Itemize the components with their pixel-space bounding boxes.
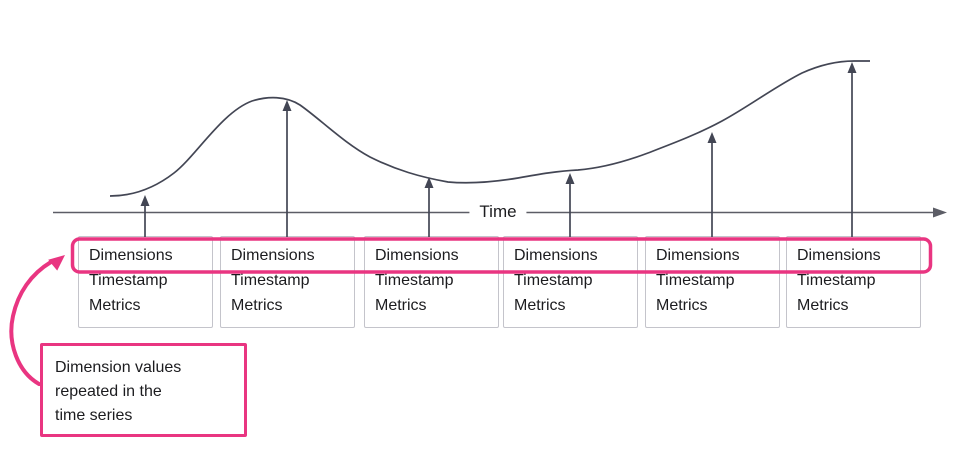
record-dimensions-label: Dimensions	[89, 247, 173, 264]
up-arrow-icon	[847, 62, 857, 237]
time-axis-label: Time	[469, 202, 527, 222]
record-dimensions-label: Dimensions	[797, 247, 881, 264]
record-box-1: Dimensions Timestamp Metrics	[78, 236, 213, 328]
up-arrow-icon	[140, 195, 150, 237]
record-timestamp-label: Timestamp	[375, 272, 454, 289]
record-dimensions-label: Dimensions	[514, 247, 598, 264]
record-box-5: Dimensions Timestamp Metrics	[645, 236, 780, 328]
record-timestamp-label: Timestamp	[231, 272, 310, 289]
record-timestamp-label: Timestamp	[89, 272, 168, 289]
callout-box: Dimension values repeated in the time se…	[40, 343, 247, 437]
record-metrics-label: Metrics	[514, 297, 566, 314]
record-box-3: Dimensions Timestamp Metrics	[364, 236, 499, 328]
record-box-4: Dimensions Timestamp Metrics	[503, 236, 638, 328]
callout-text: Dimension values repeated in the time se…	[55, 359, 182, 424]
record-box-2: Dimensions Timestamp Metrics	[220, 236, 355, 328]
record-metrics-label: Metrics	[797, 297, 849, 314]
record-metrics-label: Metrics	[231, 297, 283, 314]
record-dimensions-label: Dimensions	[231, 247, 315, 264]
callout-arrowhead-icon	[48, 255, 65, 271]
record-dimensions-label: Dimensions	[375, 247, 459, 264]
record-timestamp-label: Timestamp	[656, 272, 735, 289]
record-metrics-label: Metrics	[89, 297, 141, 314]
up-arrow-icon	[424, 177, 434, 237]
record-metrics-label: Metrics	[375, 297, 427, 314]
record-timestamp-label: Timestamp	[797, 272, 876, 289]
record-timestamp-label: Timestamp	[514, 272, 593, 289]
record-dimensions-label: Dimensions	[656, 247, 740, 264]
up-arrow-icon	[707, 132, 717, 237]
record-box-6: Dimensions Timestamp Metrics	[786, 236, 921, 328]
record-metrics-label: Metrics	[656, 297, 708, 314]
right-arrow-icon	[933, 207, 947, 218]
up-arrow-icon	[565, 173, 575, 237]
up-arrow-icon	[282, 100, 292, 237]
time-series-curve	[109, 60, 870, 197]
